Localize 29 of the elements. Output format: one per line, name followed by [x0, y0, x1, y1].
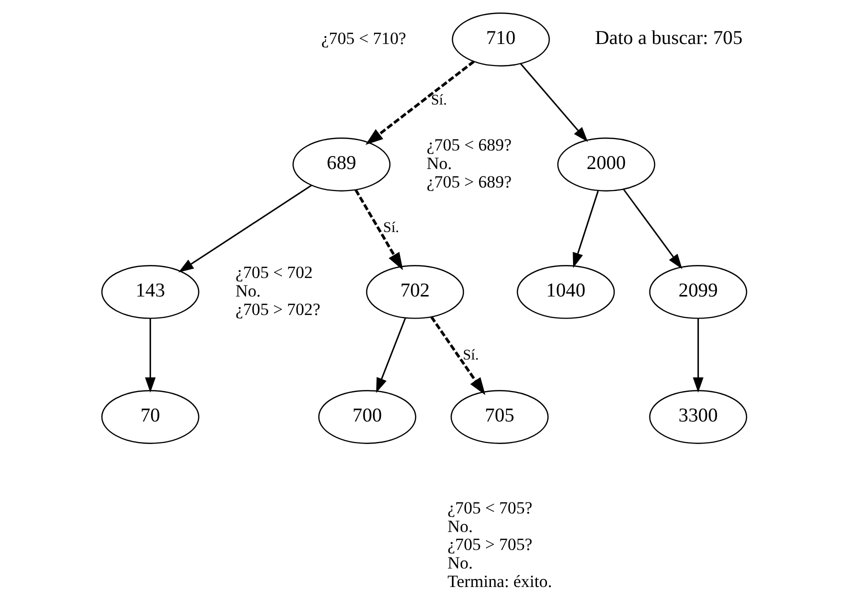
arrow: [178, 184, 312, 272]
arrow: [376, 318, 406, 394]
node-ellipse: 702: [366, 265, 464, 319]
node-ellipse: 705: [450, 390, 549, 444]
arrow: [520, 63, 588, 142]
arrow: [692, 318, 704, 393]
edge-label: Sí.: [462, 348, 479, 364]
label: Dato a buscar: 705: [594, 28, 743, 50]
node-ellipse: 689: [292, 138, 391, 192]
node-label: ¿705 < 702 No. ¿705 > 702?: [235, 263, 320, 319]
arrow: [365, 60, 475, 145]
node-ellipse: 3300: [649, 390, 748, 444]
node-ellipse: 143: [101, 265, 200, 319]
node-ellipse: 2000: [557, 138, 656, 192]
arrow: [572, 190, 599, 268]
node-ellipse: 1040: [516, 265, 615, 319]
arrow: [622, 188, 682, 270]
node-ellipse: 710: [452, 12, 550, 66]
edge-label: Sí.: [383, 220, 400, 236]
node-label: ¿705 < 689? No. ¿705 > 689?: [426, 136, 512, 192]
arrow: [354, 189, 403, 270]
arrow: [430, 316, 486, 396]
edge-label: Sí.: [430, 92, 447, 109]
node-ellipse: 700: [318, 390, 416, 444]
node-label: ¿705 < 710?: [321, 29, 406, 48]
arrow: [144, 318, 156, 393]
node-label: ¿705 < 705? No. ¿705 > 705? No. Termina: éxito.: [448, 498, 552, 591]
node-ellipse: 70: [101, 390, 200, 444]
node-ellipse: 2099: [649, 265, 748, 319]
